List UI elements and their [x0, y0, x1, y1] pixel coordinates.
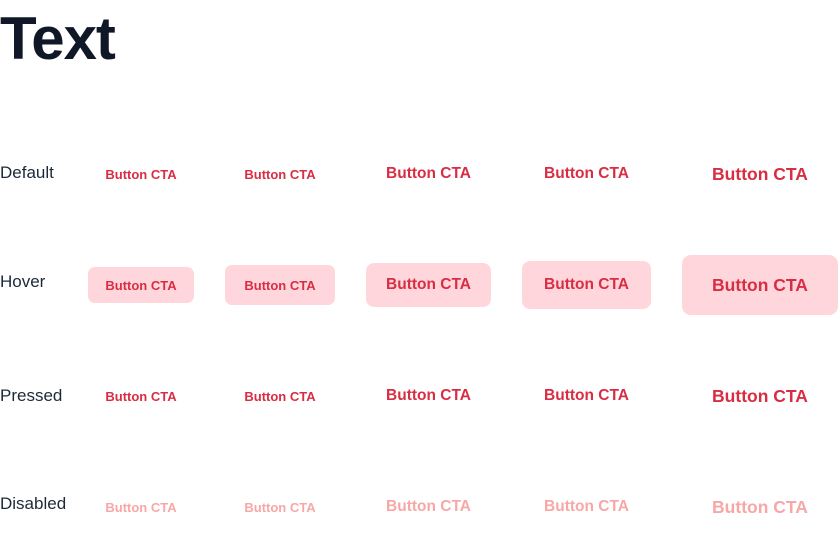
button-cta-default-lg[interactable]: Button CTA	[522, 150, 651, 198]
button-cta-hover-xs[interactable]: Button CTA	[88, 267, 194, 303]
page-title: Text	[0, 5, 116, 72]
state-label-pressed: Pressed	[0, 386, 63, 405]
state-label-hover: Hover	[0, 272, 46, 291]
button-cta-disabled-lg: Button CTA	[522, 483, 651, 531]
state-label-default: Default	[0, 163, 54, 182]
button-cta-default-xl[interactable]: Button CTA	[682, 144, 838, 204]
button-cta-pressed-sm[interactable]: Button CTA	[225, 376, 335, 416]
button-cta-hover-md[interactable]: Button CTA	[366, 263, 491, 307]
button-cta-hover-sm[interactable]: Button CTA	[225, 265, 335, 305]
button-cta-hover-xl[interactable]: Button CTA	[682, 255, 838, 315]
button-cta-pressed-xs[interactable]: Button CTA	[88, 378, 194, 414]
button-cta-disabled-sm: Button CTA	[225, 487, 335, 527]
button-cta-pressed-xl[interactable]: Button CTA	[682, 366, 838, 426]
button-cta-disabled-md: Button CTA	[366, 485, 491, 529]
state-label-disabled: Disabled	[0, 494, 67, 513]
button-cta-pressed-lg[interactable]: Button CTA	[522, 372, 651, 420]
button-cta-default-md[interactable]: Button CTA	[366, 152, 491, 196]
button-cta-default-xs[interactable]: Button CTA	[88, 156, 194, 192]
button-cta-default-sm[interactable]: Button CTA	[225, 154, 335, 194]
button-cta-hover-lg[interactable]: Button CTA	[522, 261, 651, 309]
button-cta-disabled-xl: Button CTA	[682, 477, 838, 537]
button-cta-pressed-md[interactable]: Button CTA	[366, 374, 491, 418]
button-cta-disabled-xs: Button CTA	[88, 489, 194, 525]
